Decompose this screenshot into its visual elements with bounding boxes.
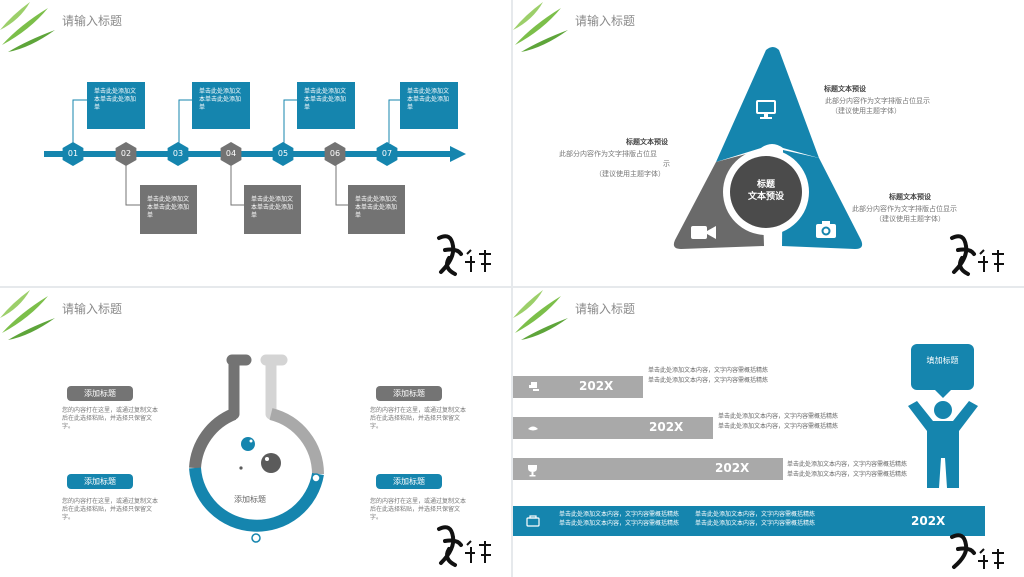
- bubble-gray: [261, 453, 281, 473]
- slide-title: 请输入标题: [575, 14, 636, 28]
- callout-heading: 标题文本预设: [824, 85, 866, 93]
- timeline-hexagon-6: [324, 142, 346, 166]
- timeline-bottom-box-2: 单击此处添加文本单击此处添加单: [244, 185, 301, 234]
- year-bar-1: [513, 376, 643, 398]
- timeline-graphic: [44, 99, 466, 206]
- bar-icons: [526, 344, 978, 527]
- bar-4-desc: 单击此处添加文本内容，文字内容需概括精炼: [695, 511, 816, 518]
- callout-text: 示: [663, 160, 670, 168]
- bubble-large-blue: [241, 437, 255, 451]
- item-label-bottom-right[interactable]: 添加标题: [376, 474, 442, 489]
- calligraphy-logo: [950, 234, 1004, 276]
- bar-3-desc: 单击此处添加文本内容，文字内容需概括精炼: [787, 471, 908, 478]
- bamboo-leaf-decoration: [513, 290, 568, 340]
- step-label-06: 06: [329, 149, 341, 158]
- callout-heading: 标题文本预设: [626, 138, 668, 146]
- timeline-hexagon-4: [220, 142, 242, 166]
- callout-text: （建议使用主题字体）: [875, 215, 945, 223]
- bar-2-desc: 单击此处添加文本内容，文字内容需概括精炼: [718, 423, 839, 430]
- calligraphy-logo: [437, 525, 491, 567]
- trophy-icon: [528, 465, 537, 477]
- timeline-top-box-3: 单击此处添加文本单击此处添加单: [297, 82, 355, 129]
- center-title: 标题 文本预设: [735, 179, 797, 203]
- bar-3-desc: 单击此处添加文本内容，文字内容需概括精炼: [787, 461, 908, 468]
- timeline-hexagon-1: [62, 142, 84, 166]
- briefcase-icon: [526, 515, 540, 527]
- slide-flask[interactable]: 请输入标题 添加标题 添加标题 您的内容打在这里，或通过复制文本后在此选择粘贴，…: [0, 288, 511, 577]
- bar-4-desc: 单击此处添加文本内容，文字内容需概括精炼: [695, 520, 816, 527]
- bar-4-desc: 单击此处添加文本内容，文字内容需概括精炼: [559, 511, 680, 518]
- slide-triangle[interactable]: 请输入标题: [513, 0, 1024, 286]
- center-circle: [730, 156, 802, 228]
- year-bar-1-label: 202X: [579, 379, 614, 393]
- flask-liquid-ring: [189, 467, 324, 532]
- step-label-02: 02: [120, 149, 132, 158]
- bamboo-leaf-decoration: [0, 2, 55, 52]
- year-bar-3: [513, 458, 783, 480]
- timeline-top-box-1: 单击此处添加文本单击此处添加单: [87, 82, 145, 129]
- triangle-graphic: [673, 47, 863, 249]
- speech-bubble: [911, 344, 974, 390]
- monitor-icon: [756, 100, 776, 119]
- calligraphy-logo: [437, 234, 491, 276]
- step-label-03: 03: [172, 149, 184, 158]
- calligraphy-logo: [950, 533, 1004, 569]
- video-camera-icon: [691, 226, 716, 239]
- flask-graphic: [189, 354, 324, 543]
- timeline-top-box-2: 单击此处添加文本单击此处添加单: [192, 82, 250, 129]
- bar-1-desc: 单击此处添加文本内容，文字内容需概括精炼: [648, 367, 769, 374]
- slide-bars[interactable]: 请输入标题 202X 单击此处添加文本内容，文字内容需概括精炼 单击此处添加文本…: [513, 288, 1024, 577]
- bubble-label: 填加标题: [926, 356, 959, 365]
- timeline-hexagon-5: [272, 142, 294, 166]
- slide-title: 请输入标题: [62, 302, 123, 316]
- item-text-top-left: 您的内容打在这里，或通过复制文本后在此选择粘贴，并选择只保留文字。: [62, 407, 159, 430]
- slide-timeline[interactable]: 请输入标题 单击此处添加文本单击此处添加单 单击此处添加文本单击此处添加单: [0, 0, 511, 286]
- year-bar-2: [513, 417, 713, 439]
- center-title-line1: 标题: [756, 180, 775, 190]
- step-label-04: 04: [225, 149, 237, 158]
- slide-title: 请输入标题: [62, 14, 123, 28]
- bamboo-leaf-decoration: [0, 290, 55, 340]
- callout-text: （建议使用主题字体）: [595, 170, 665, 178]
- bar-2-desc: 单击此处添加文本内容，文字内容需概括精炼: [718, 413, 839, 420]
- item-text-top-right: 您的内容打在这里，或通过复制文本后在此选择粘贴，并选择只保留文字。: [370, 407, 467, 430]
- year-bar-4: [513, 506, 985, 536]
- timeline-hexagon-3: [167, 142, 189, 166]
- slide-title: 请输入标题: [575, 302, 636, 316]
- stack-icon: [529, 382, 539, 391]
- step-label-05: 05: [277, 149, 289, 158]
- timeline-bottom-box-1: 单击此处添加文本单击此处添加单: [140, 185, 197, 234]
- timeline-hexagon-2: [115, 142, 137, 166]
- timeline-line: [44, 151, 452, 157]
- timeline-bottom-box-3: 单击此处添加文本单击此处添加单: [348, 185, 405, 234]
- timeline-arrowhead: [450, 146, 466, 162]
- year-bar-3-label: 202X: [715, 461, 750, 475]
- year-bar-4-label: 202X: [911, 514, 946, 528]
- callout-text: 此部分内容作为文字排版占位显示: [852, 205, 957, 213]
- flask-label: 添加标题: [234, 495, 266, 504]
- person-figure-icon: [908, 401, 978, 488]
- item-text-bottom-left: 您的内容打在这里，或通过复制文本后在此选择粘贴，并选择只保留文字。: [62, 498, 159, 521]
- year-bar-2-label: 202X: [649, 420, 684, 434]
- timeline-hexagon-7: [376, 142, 398, 166]
- camera-icon: [816, 221, 836, 238]
- item-label-bottom-left[interactable]: 添加标题: [67, 474, 133, 489]
- step-label-01: 01: [67, 149, 79, 158]
- timeline-top-box-4: 单击此处添加文本单击此处添加单: [400, 82, 458, 129]
- bar-1-desc: 单击此处添加文本内容，文字内容需概括精炼: [648, 377, 769, 384]
- item-text-bottom-right: 您的内容打在这里，或通过复制文本后在此选择粘贴，并选择只保留文字。: [370, 498, 467, 521]
- item-label-top-right[interactable]: 添加标题: [376, 386, 442, 401]
- callout-text: 此部分内容作为文字排版占位显: [559, 150, 657, 158]
- callout-text: 此部分内容作为文字排版占位显示: [825, 97, 930, 105]
- item-label-top-left[interactable]: 添加标题: [67, 386, 133, 401]
- callout-text: （建议使用主题字体）: [831, 107, 901, 115]
- center-title-line2: 文本预设: [747, 192, 784, 202]
- triangle-top-segment: [716, 47, 819, 162]
- callout-heading: 标题文本预设: [889, 193, 931, 201]
- bamboo-leaf-decoration: [513, 2, 568, 52]
- step-label-07: 07: [381, 149, 393, 158]
- handshake-icon: [528, 426, 538, 431]
- bar-4-desc: 单击此处添加文本内容，文字内容需概括精炼: [559, 520, 680, 527]
